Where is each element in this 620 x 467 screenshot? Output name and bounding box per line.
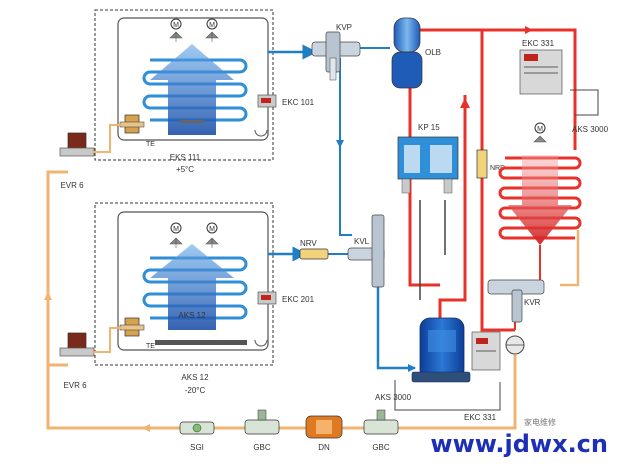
gbc-valve-right: GBC [363,409,399,452]
dn-filter-drier: DN [305,415,343,452]
condenser [498,155,582,245]
evaporator-top-drain [254,129,268,137]
condenser-fan: M [533,122,547,143]
temp-bottom-label: -20°C [185,386,206,395]
ekc331-top-label: EKC 331 [522,39,555,48]
suction-line-kvp-down [339,58,352,236]
watermark: 家电维修 www.jdwx.cn [430,417,608,458]
ekc101-label: EKC 101 [282,98,315,107]
svg-text:M: M [209,22,215,29]
evaporator-top-housing [117,17,269,141]
kp15-label: KP 15 [418,123,440,132]
condenser-liquid-return [560,230,580,287]
svg-text:M: M [537,126,543,133]
ekc201-label: EKC 201 [282,295,315,304]
olb-separator: OLB [391,17,441,89]
airflow-arrow-bottom [150,244,234,330]
ekc331-bottom-label: EKC 331 [464,413,497,422]
compressor [411,317,471,383]
ekc331-top-controller: EKC 331 [519,39,563,95]
fan-top-1: M [169,18,183,42]
olb-hot-down [408,30,440,287]
discharge-line [438,95,467,322]
kvr-valve: KVR [487,279,545,323]
sgi-sight-glass: SGI [179,421,215,452]
control-line-aks3000 [570,89,599,116]
evaporator-bottom-drain [254,339,268,347]
liquid-line-main [46,170,517,430]
nrd-valve: NRD [476,149,505,179]
suction-line-to-compressor [376,280,415,370]
aks12-inside-label: AKS 12 [178,311,206,320]
dn-label: DN [318,443,330,452]
evr6-valve-bottom: EVR 6 [59,332,95,390]
defrost-heater [155,340,247,345]
gbc-right-label: GBC [372,443,390,452]
cold-room-top: M M EKC 101 EKS 111 +5°C [94,9,315,174]
airflow-arrow-top [150,44,234,135]
te-bottom-label: TE [146,343,155,350]
temp-top-label: +5°C [176,165,194,174]
liquid-line-arrow [142,424,150,432]
ekc101-controller: EKC 101 [257,94,315,108]
aks3000-bottom-label: AKS 3000 [375,393,412,402]
evr6-valve-top: EVR 6 [59,132,95,190]
ekc201-controller: EKC 201 [257,291,315,305]
eks111-label: EKS 111 [170,153,201,162]
aks3000-right-label: AKS 3000 [572,125,609,134]
cold-room-bottom: M M AKS 12 EKC 201 AKS 12 -20°C [94,202,315,395]
sgi-label: SGI [190,443,204,452]
gbc-left-label: GBC [253,443,271,452]
te-valve-bottom: TE [119,317,155,350]
nrv-valve: NRV [299,239,329,260]
evr6-top-label: EVR 6 [60,181,84,190]
te-top-label: TE [146,141,155,148]
svg-text:M: M [173,226,179,233]
airflow-arrow-condenser [508,155,572,245]
evaporator-bottom-coil [142,256,248,320]
nrv-label: NRV [300,239,317,248]
discharge-arrow-up [460,98,470,108]
kvr-label: KVR [524,298,541,307]
control-line-aks3000-bottom [394,380,501,411]
kvl-label: KVL [354,237,370,246]
watermark-main: www.jdwx.cn [430,430,608,458]
suction-arrow-down [336,140,344,148]
gbc-valve-left: GBC [244,409,280,452]
evaporator-bottom-housing [117,211,269,351]
hot-line-top [410,28,577,150]
kvp-valve: KVP [311,23,361,81]
cold-room-top-border [94,9,274,161]
nrd-bypass [480,30,515,332]
svg-text:M: M [173,22,179,29]
fan-bottom-1: M [169,222,183,248]
olb-label: OLB [425,48,441,57]
control-line-kp15 [419,200,446,300]
svg-text:M: M [209,226,215,233]
aks12-below-label: AKS 12 [181,373,209,382]
evaporator-top-coil [142,58,248,122]
fan-bottom-2: M [205,222,219,248]
fan-top-2: M [205,18,219,42]
kvl-valve: KVL [347,214,385,288]
watermark-sub: 家电维修 [524,417,556,427]
kvp-label: KVP [336,23,352,32]
suction-arrow-compressor [408,364,416,372]
sensor-top [180,120,204,123]
ekc331-bottom-controller: EKC 331 [464,331,501,422]
te-valve-top: TE [119,114,155,148]
liquid-line-to-te-bottom [92,327,122,353]
kp15-switch: KP 15 [397,123,459,194]
liquid-line-to-te-top [92,124,122,153]
liquid-line-arrow-left [44,292,52,300]
hot-arrow-right [525,26,533,34]
nrd-label: NRD [490,165,505,172]
receiver [505,335,525,355]
evr6-bottom-label: EVR 6 [63,381,87,390]
